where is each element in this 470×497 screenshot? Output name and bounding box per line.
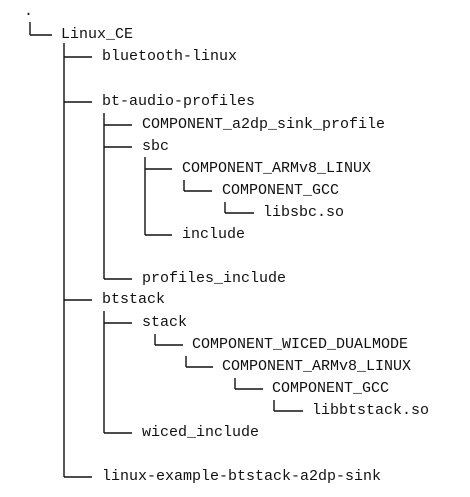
tree-node-profiles-include: profiles_include	[142, 270, 287, 287]
tree-node-sbc: sbc	[142, 138, 170, 155]
tree-node-bluetooth-linux: bluetooth-linux	[102, 48, 238, 65]
tree-node-component-armv8-linux-1: COMPONENT_ARMv8_LINUX	[182, 160, 372, 177]
tree-node-component-gcc-2: COMPONENT_GCC	[272, 380, 390, 397]
tree-node-bt-audio-profiles: bt-audio-profiles	[102, 93, 256, 110]
tree-node-component-a2dp-sink-profile: COMPONENT_a2dp_sink_profile	[142, 116, 386, 133]
tree-node-btstack: btstack	[102, 291, 166, 308]
tree-root: .	[24, 3, 34, 20]
tree-node-libsbc-so: libsbc.so	[263, 204, 345, 221]
tree-node-component-wiced-dualmode: COMPONENT_WICED_DUALMODE	[192, 336, 409, 353]
tree-node-linux-example-btstack-a2dp-sink: linux-example-btstack-a2dp-sink	[102, 468, 382, 485]
tree-node-stack: stack	[142, 314, 188, 331]
tree-node-component-gcc-1: COMPONENT_GCC	[222, 182, 340, 199]
tree-node-component-armv8-linux-2: COMPONENT_ARMv8_LINUX	[222, 358, 412, 375]
tree-node-wiced-include: wiced_include	[142, 424, 260, 441]
tree-node-linux-ce: Linux_CE	[61, 26, 134, 43]
tree-node-libbtstack-so: libbtstack.so	[312, 402, 430, 419]
tree-node-include: include	[182, 226, 246, 243]
